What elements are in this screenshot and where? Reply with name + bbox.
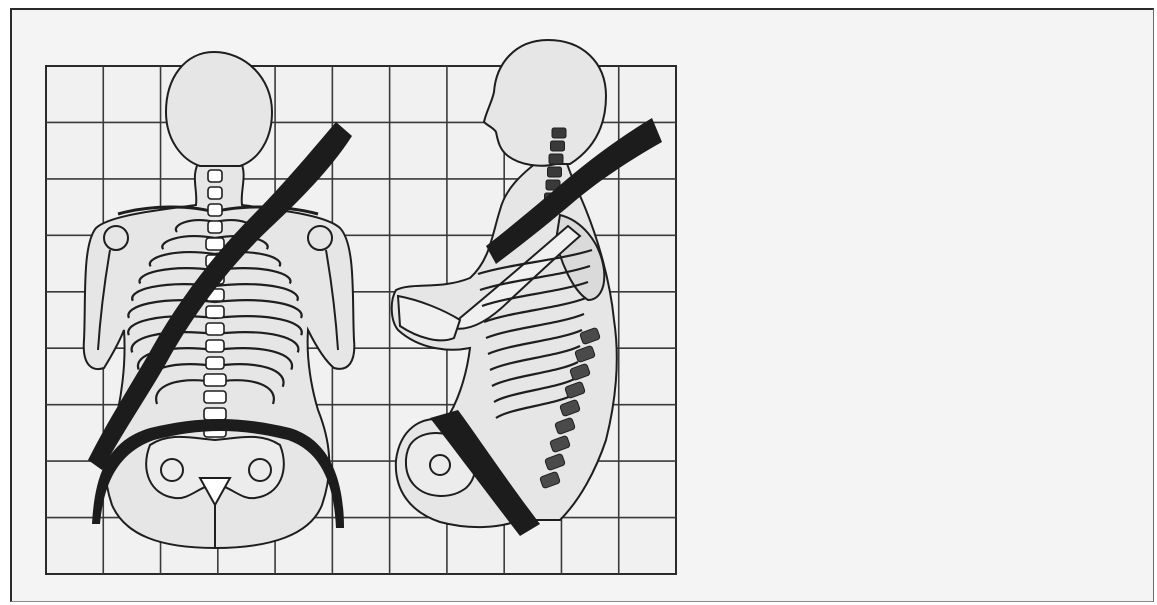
side-neck-vertebra	[549, 154, 563, 164]
side-neck-vertebra	[552, 128, 566, 138]
side-head	[484, 40, 606, 166]
front-vertebra	[206, 323, 224, 335]
side-neck-vertebra	[548, 167, 562, 177]
front-vertebra	[208, 204, 222, 216]
front-vertebra	[204, 408, 226, 420]
front-vertebra	[208, 221, 222, 233]
side-neck-vertebra	[551, 141, 565, 151]
front-vertebra	[206, 340, 224, 352]
front-vertebra	[204, 391, 226, 403]
front-vertebra	[208, 187, 222, 199]
front-vertebra	[206, 357, 224, 369]
front-vertebra	[206, 306, 224, 318]
front-vertebra	[208, 170, 222, 182]
front-vertebra	[204, 374, 226, 386]
front-vertebra	[206, 238, 224, 250]
